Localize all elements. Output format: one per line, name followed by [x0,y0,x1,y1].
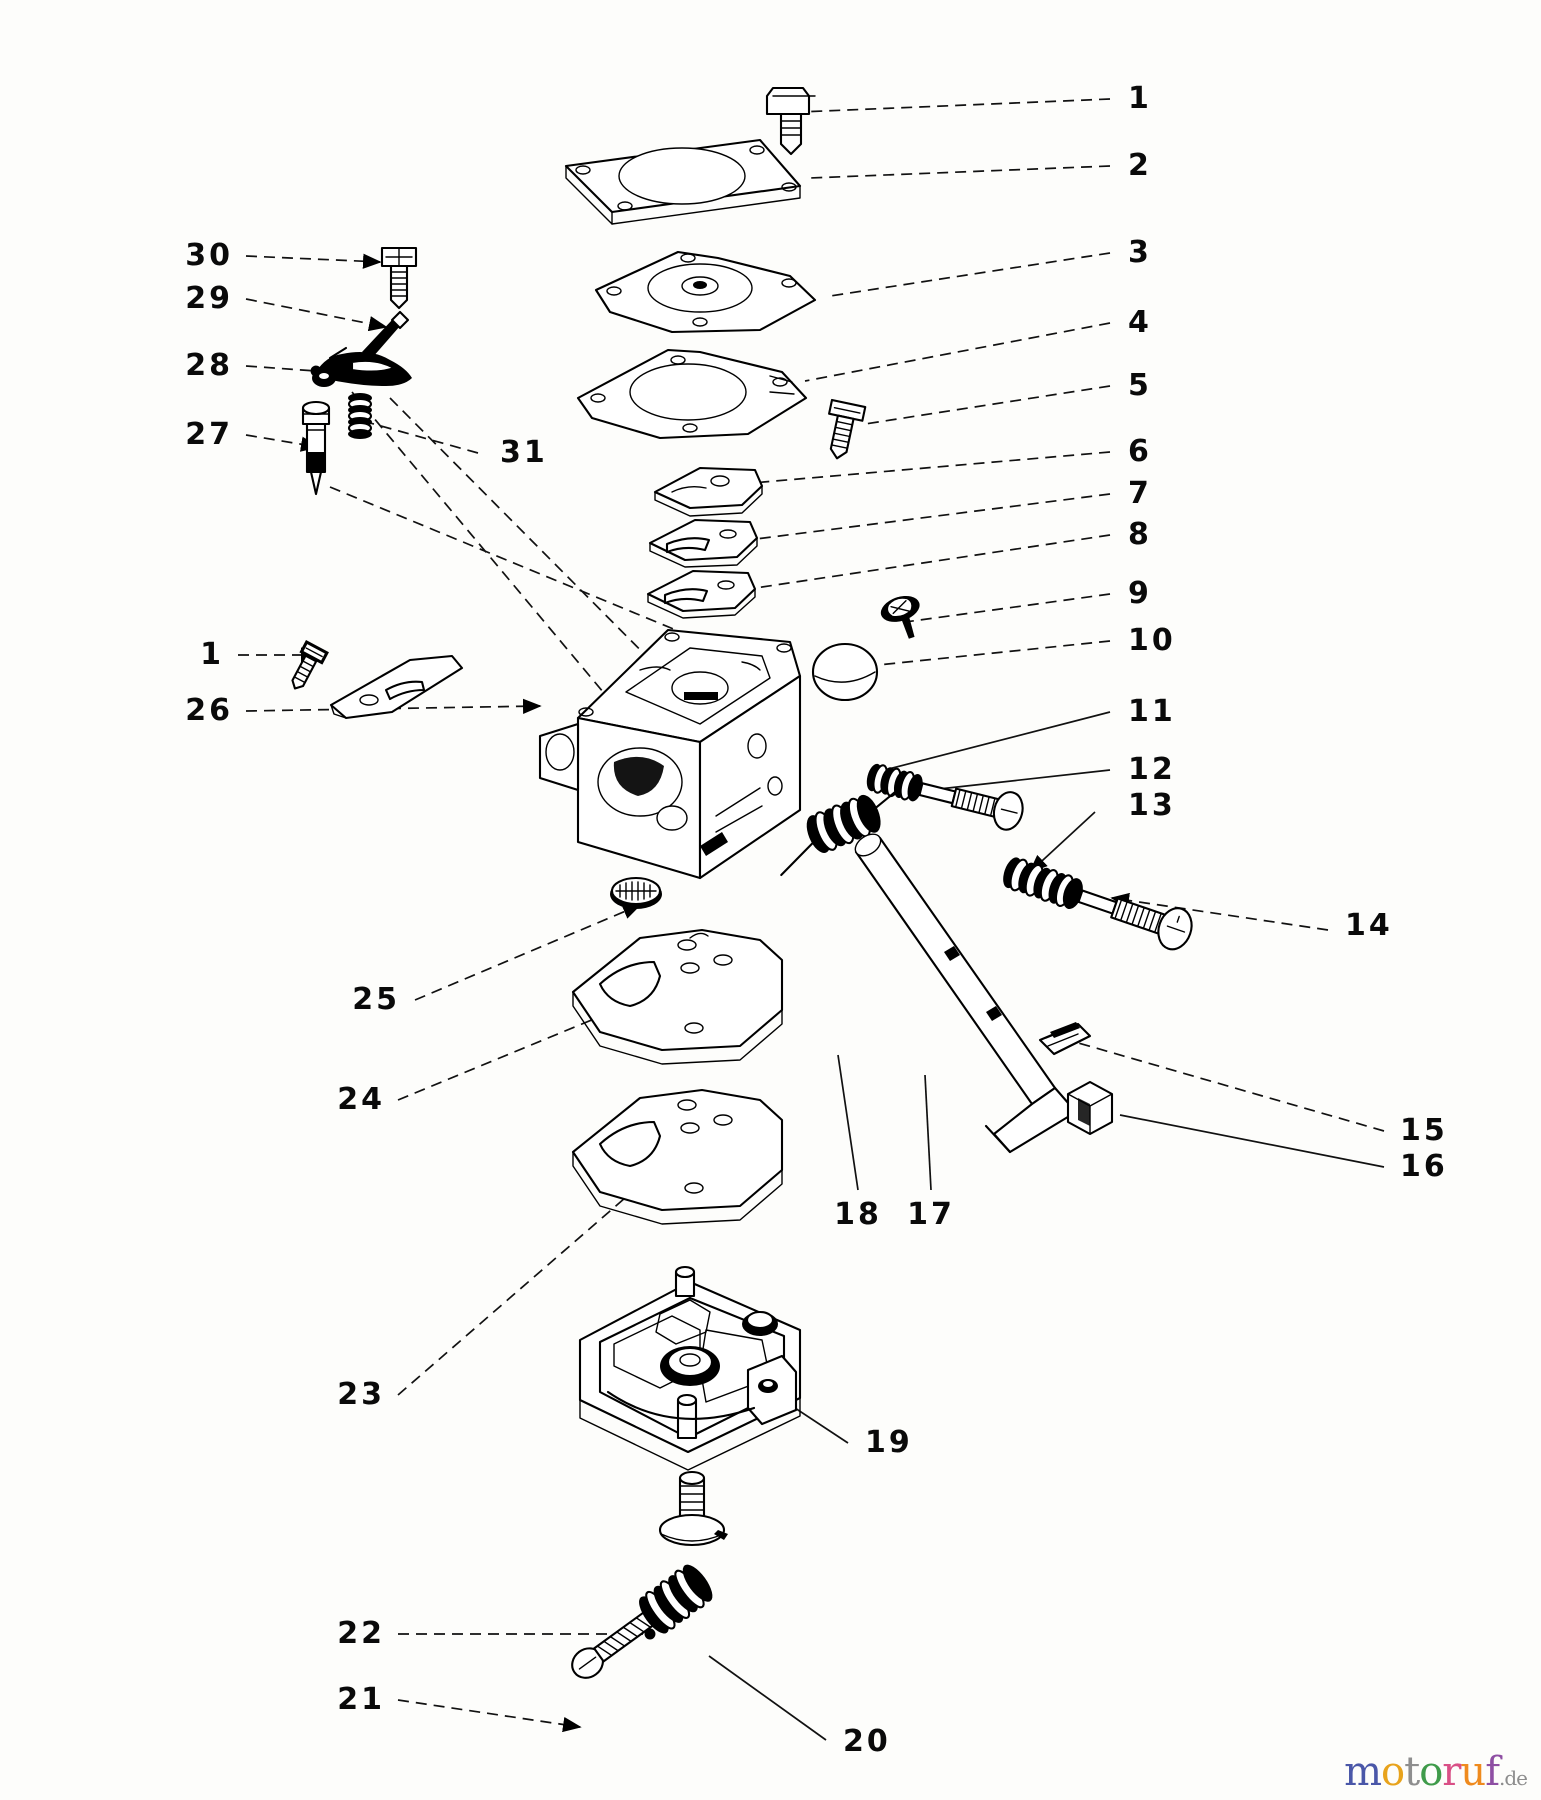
callout-9: 9 [1128,576,1152,611]
watermark-suffix: .de [1499,1766,1528,1790]
part-idle-screw-assembly [866,763,1024,831]
part-check-valve-plate [646,569,757,619]
part-choke-shaft [854,833,1092,1154]
callout-25: 25 [352,982,400,1017]
part-metering-spring [347,393,373,439]
watermark-letter: f [1485,1749,1500,1795]
part-throttle-plate [811,642,879,702]
callout-7: 7 [1128,476,1152,511]
adjusting-spring [639,1564,713,1634]
callout-27: 27 [185,417,233,452]
callout-22: 22 [337,1616,385,1651]
part-lever-pin [362,310,410,358]
callout-3: 3 [1128,235,1152,270]
callout-1: 1 [1128,81,1152,116]
callout-4: 4 [1128,305,1152,340]
part-fuel-pump-body [578,1265,802,1471]
part-link-plate-screw [291,640,329,690]
leader-lines-right [708,98,1385,1741]
watermark-letter: u [1460,1749,1486,1795]
part-throttle-link-plate [329,654,464,720]
mixture-spring [1003,857,1083,909]
callout-26: 26 [185,693,233,728]
watermark-letter: o [1381,1749,1405,1795]
part-inlet-screen [653,466,764,517]
part-metering-lever [312,346,412,387]
callout-16: 16 [1400,1149,1448,1184]
callout-2: 2 [1128,148,1152,183]
part-cover-screw [765,86,816,156]
watermark-letter: r [1442,1749,1461,1795]
callout-5: 5 [1128,368,1152,403]
watermark-letter: t [1404,1749,1420,1795]
callout-1b: 1 [200,637,224,672]
callout-28: 28 [185,348,233,383]
motoruf-watermark: motoruf.de [1344,1749,1528,1795]
callout-10: 10 [1128,623,1176,658]
watermark-letter: o [1419,1749,1443,1795]
callout-13: 13 [1128,788,1176,823]
part-inlet-valve-plate [648,518,759,568]
callout-31: 31 [500,435,548,470]
idle-spring [866,763,923,802]
part-throttle-shaft-screw [880,595,920,639]
part-carburetor-body [538,628,802,880]
part-pump-diaphragm [594,250,817,334]
watermark-letter: m [1344,1749,1382,1795]
part-choke-knob [1066,1080,1114,1136]
part-gasket-screw [828,398,867,460]
callout-11: 11 [1128,694,1176,729]
part-pump-cover [564,138,802,225]
part-lever-screw [380,246,418,310]
part-mixture-screw-assembly [1003,857,1193,951]
callout-23: 23 [337,1377,385,1412]
part-adjusting-screw-assembly [571,1564,713,1679]
callout-15: 15 [1400,1113,1448,1148]
callout-21: 21 [337,1682,385,1717]
callout-29: 29 [185,281,233,316]
callout-30: 30 [185,238,233,273]
part-choke-return-spring [780,787,901,877]
callout-6: 6 [1128,434,1152,469]
part-pump-gasket [576,348,808,440]
callout-18: 18 [834,1197,882,1232]
part-metering-diaphragm [571,928,784,1065]
callout-8: 8 [1128,517,1152,552]
callout-19: 19 [865,1425,913,1460]
part-metering-gasket [571,1088,784,1225]
callout-12: 12 [1128,752,1176,787]
part-body-screw [658,1470,728,1547]
callout-14: 14 [1345,908,1393,943]
callout-20: 20 [843,1724,891,1759]
callout-17: 17 [907,1197,955,1232]
part-needle-valve [301,400,331,496]
part-welch-plug [610,876,662,909]
callout-24: 24 [337,1082,385,1117]
